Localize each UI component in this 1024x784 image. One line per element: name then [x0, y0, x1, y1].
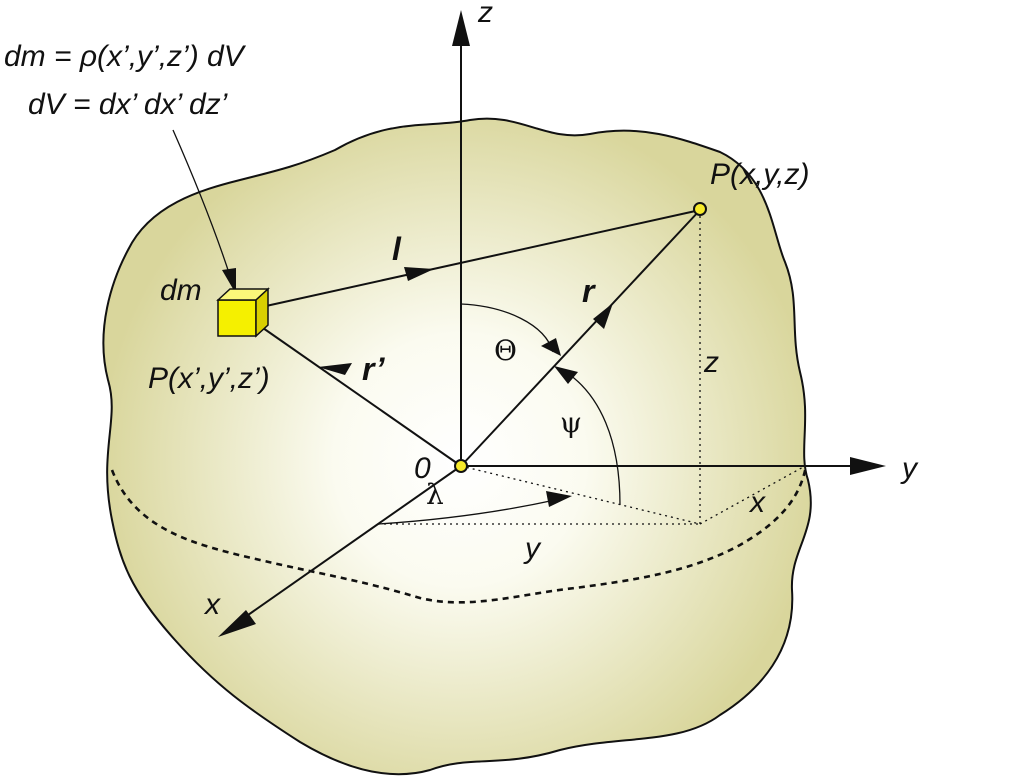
projection-to-y-axis	[699, 465, 806, 525]
y-axis-arrowhead	[850, 457, 886, 475]
formula-leader-line	[172, 129, 231, 277]
vector-r-prime-label: r’	[362, 351, 386, 387]
point-p-label: P(x,y,z)	[710, 158, 809, 191]
psi-arc	[565, 371, 621, 506]
formula-leader-arrowhead	[222, 268, 236, 294]
vector-r-arrowhead	[593, 303, 613, 329]
y-component-label: y	[523, 532, 542, 565]
y-axis-label: y	[900, 452, 919, 485]
vector-l	[265, 209, 701, 307]
vector-r-label: r	[582, 273, 596, 309]
x-axis	[237, 465, 462, 623]
z-axis-arrowhead	[452, 10, 470, 46]
z-axis-label: z	[477, 0, 493, 29]
vector-l-label: l	[392, 231, 402, 267]
body-outline	[102, 117, 812, 776]
formula-line-2: dV = dx’ dx’ dz’	[28, 88, 229, 121]
point-p-marker	[693, 202, 707, 216]
origin-marker	[454, 459, 468, 473]
x-component-label: x	[748, 486, 766, 519]
lambda-arc	[377, 499, 556, 525]
projection-radial	[460, 465, 701, 525]
x-axis-arrowhead	[218, 610, 256, 637]
psi-label: ψ	[560, 406, 582, 439]
vector-r-prime	[262, 327, 462, 467]
x-axis-label: x	[203, 588, 221, 621]
mass-element-label: dm	[160, 274, 202, 307]
z-component-label: z	[703, 346, 719, 379]
mass-element-point-label: P(x’,y’,z’)	[148, 362, 270, 395]
vector-l-arrowhead	[404, 267, 434, 281]
formula-line-1: dm = ρ(x’,y’,z’) dV	[4, 40, 247, 73]
equator-dashed-line	[110, 465, 808, 604]
theta-arc-arrowhead	[541, 338, 561, 356]
vector-r-prime-arrowhead	[318, 363, 352, 375]
psi-arc-arrowhead	[554, 366, 578, 384]
vector-r	[460, 209, 701, 467]
lambda-label: λ	[426, 478, 444, 511]
mass-element-cube	[216, 287, 270, 338]
theta-label: Θ	[494, 334, 517, 367]
lambda-arc-arrowhead	[546, 491, 572, 507]
origin-label: 0	[414, 452, 431, 485]
